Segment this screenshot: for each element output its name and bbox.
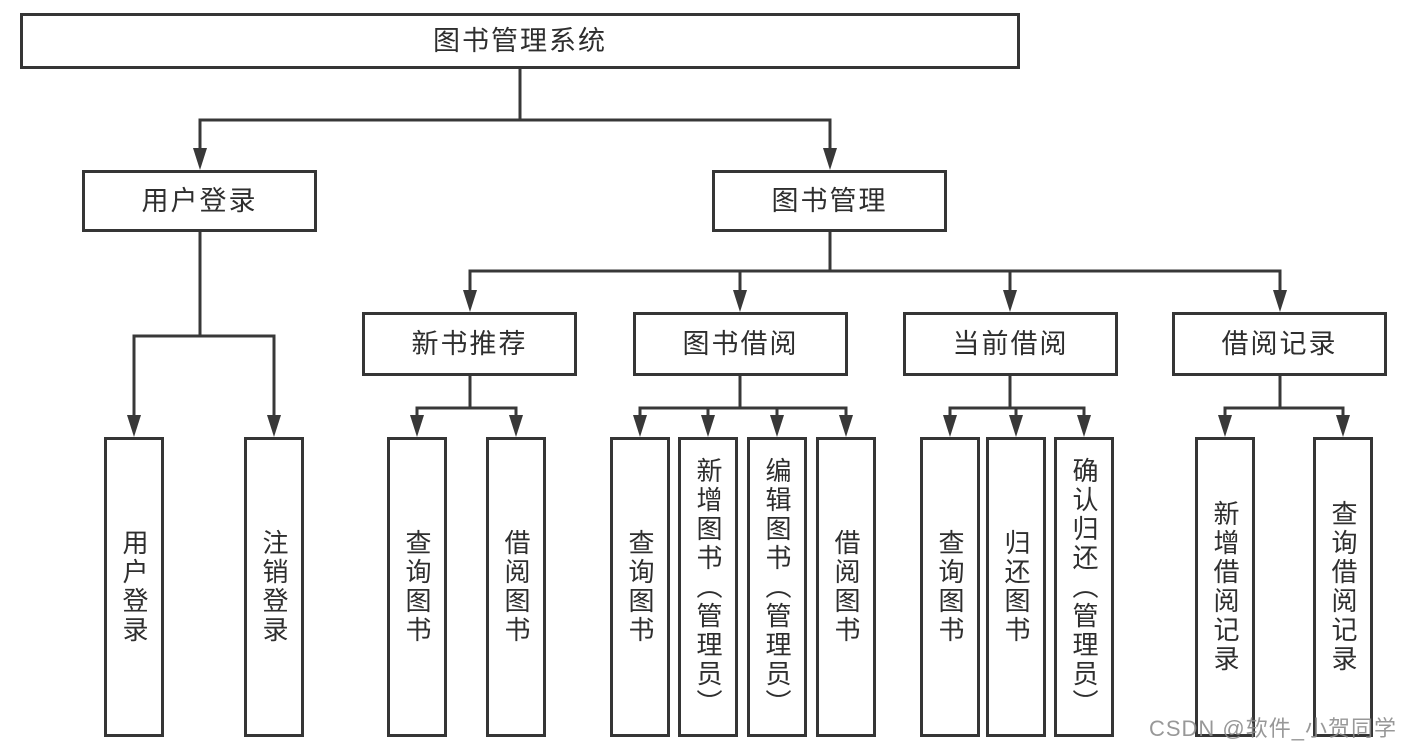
watermark-text: CSDN @软件_小贺同学	[1148, 716, 1397, 741]
leaf-query-books-borrowing: 查询图书	[610, 437, 670, 737]
leaf-query-books-recommend: 查询图书	[387, 437, 447, 737]
leaf-borrow-books: 借阅图书	[816, 437, 876, 737]
leaf-return-books: 归还图书	[986, 437, 1046, 737]
connector-root-to-level2	[193, 67, 837, 170]
node-user-login: 用户登录	[82, 170, 317, 232]
connector-book-borrowing-children	[633, 374, 853, 437]
connector-new-book-recommend-children	[410, 374, 523, 437]
leaf-add-books-admin: 新增图书（管理员）	[678, 437, 738, 737]
node-book-management: 图书管理	[712, 170, 947, 232]
leaf-confirm-return-admin: 确认归还（管理员）	[1054, 437, 1114, 737]
leaf-borrow-books-recommend: 借阅图书	[486, 437, 546, 737]
leaf-user-login: 用户登录	[104, 437, 164, 737]
leaf-add-borrow-record: 新增借阅记录	[1195, 437, 1255, 737]
leaf-logout: 注销登录	[244, 437, 304, 737]
node-book-borrowing: 图书借阅	[633, 312, 848, 376]
node-current-borrowing: 当前借阅	[903, 312, 1118, 376]
node-borrowing-records: 借阅记录	[1172, 312, 1387, 376]
connector-borrowing-records-children	[1218, 374, 1350, 437]
node-library-management-system: 图书管理系统	[20, 13, 1020, 69]
connector-user-login-children	[127, 230, 281, 437]
node-new-book-recommend: 新书推荐	[362, 312, 577, 376]
leaf-query-books-current: 查询图书	[920, 437, 980, 737]
leaf-edit-books-admin: 编辑图书（管理员）	[747, 437, 807, 737]
connector-current-borrowing-children	[943, 374, 1091, 437]
connector-book-management-children	[463, 230, 1287, 312]
leaf-query-borrow-record: 查询借阅记录	[1313, 437, 1373, 737]
